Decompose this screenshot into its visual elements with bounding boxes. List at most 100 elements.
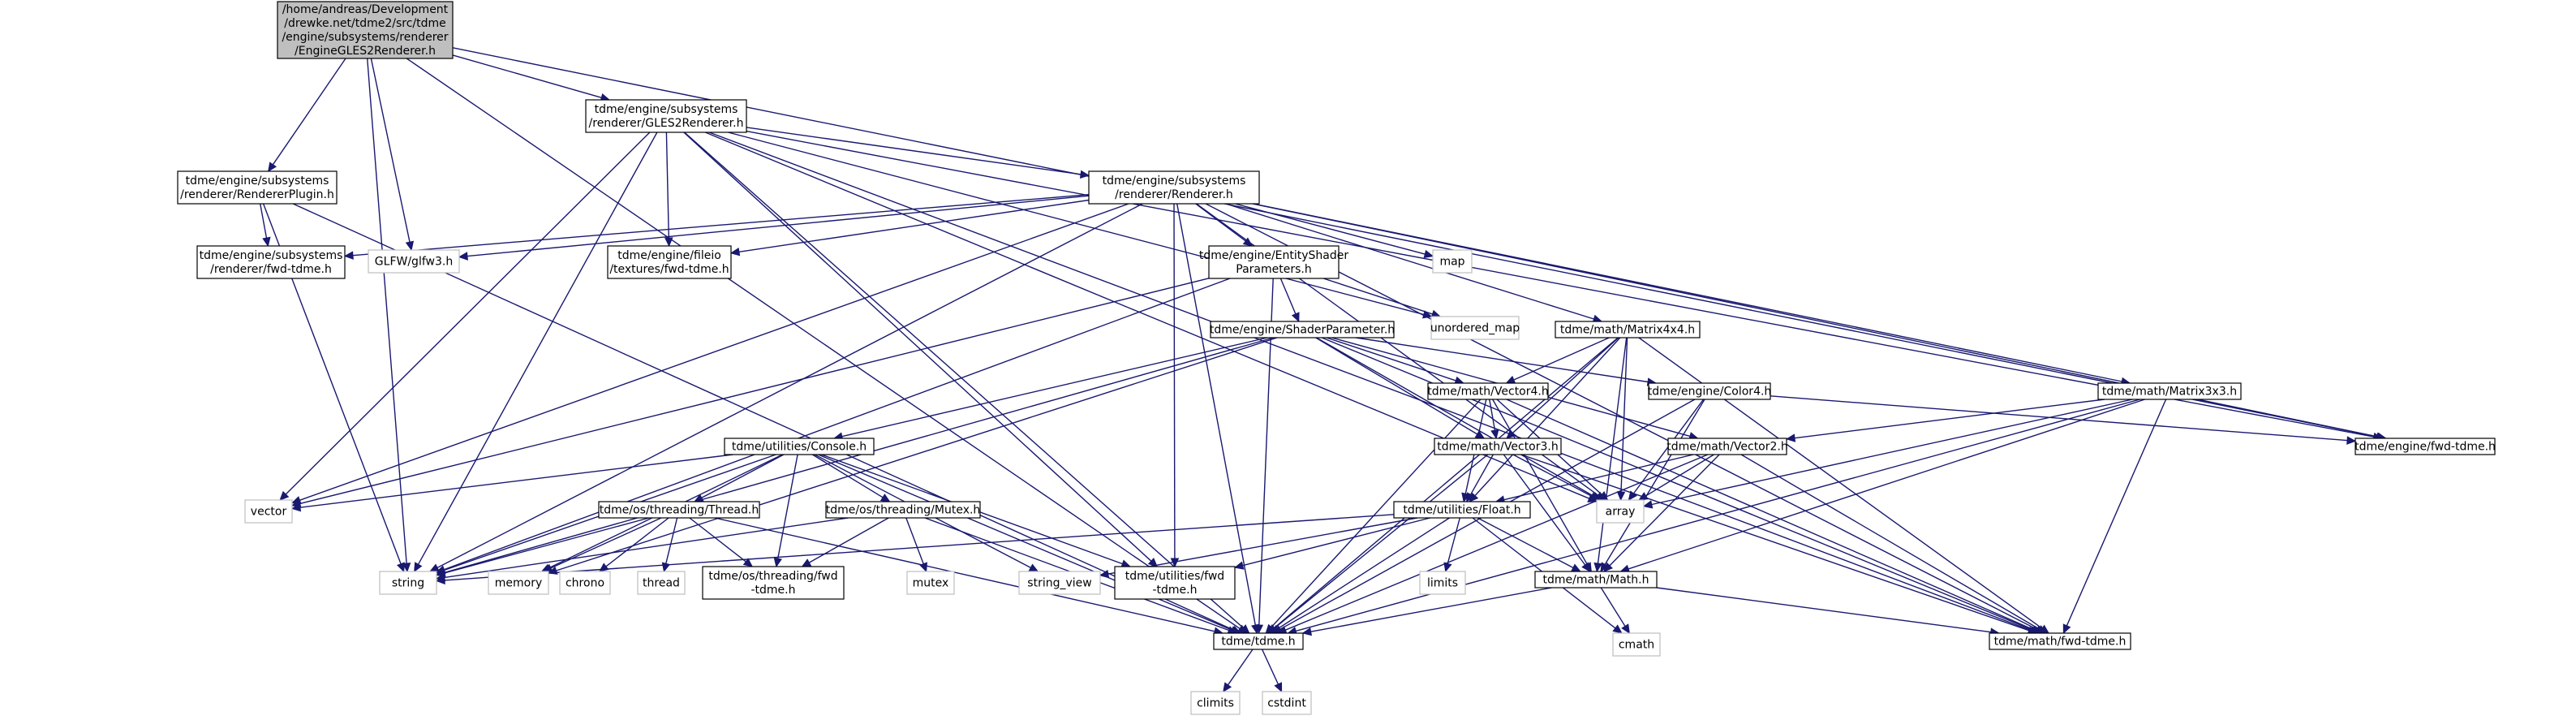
edge-console-to-mutex_h [812, 454, 891, 502]
edge-float-to-tdme [1270, 517, 1450, 634]
edge-line [1469, 454, 1494, 495]
node-console[interactable]: tdme/utilities/Console.h [724, 438, 875, 455]
edge-line [1326, 337, 1456, 382]
edge-line [417, 131, 658, 565]
node-renderer[interactable]: tdme/engine/subsystems/renderer/Renderer… [1088, 170, 1260, 205]
node-label-line: vector [251, 506, 287, 519]
edge-line [444, 278, 1231, 571]
edge-float-to-string [435, 514, 1395, 585]
node-box [1434, 438, 1562, 455]
edge-arrowhead [1147, 557, 1159, 567]
node-v4[interactable]: tdme/math/Vector4.h [1427, 382, 1549, 400]
edge-line [1794, 399, 2105, 439]
edge-line [299, 203, 1129, 501]
edge-line [1285, 454, 1709, 631]
edge-arrowhead [1270, 624, 1281, 634]
nodes-layer: /home/andreas/Development/drewke.net/tdm… [177, 1, 2496, 715]
node-fwd_utilities[interactable]: tdme/utilities/fwd-tdme.h [1114, 566, 1236, 600]
node-v2[interactable]: tdme/math/Vector2.h [1666, 438, 1788, 455]
node-math[interactable]: tdme/math/Math.h [1534, 571, 1658, 589]
node-label-line: thread [643, 577, 680, 590]
node-box [1667, 438, 1787, 455]
node-label-line: /home/andreas/Development [282, 3, 449, 16]
edge-renderer-to-fwd_renderer [343, 194, 1090, 260]
edge-arrowhead [1254, 624, 1264, 635]
node-m33[interactable]: tdme/math/Matrix3x3.h [2097, 382, 2242, 400]
edge-tdme-to-cstdint [1261, 649, 1283, 693]
node-thread_h[interactable]: tdme/os/threading/Thread.h [598, 501, 760, 519]
edge-line [467, 195, 1090, 257]
edge-line [905, 517, 924, 564]
edge-m33-to-math [1619, 399, 2145, 573]
edge-line [1492, 399, 1588, 565]
edge-arrowhead [1301, 627, 1313, 636]
node-mutex_h[interactable]: tdme/os/threading/Mutex.h [825, 501, 981, 519]
node-box [598, 501, 760, 519]
node-box [1596, 499, 1645, 524]
edge-line [1506, 399, 2035, 631]
node-umap: unordered_map [1430, 316, 1520, 340]
edge-arrowhead [262, 236, 271, 248]
edge-arrowhead [396, 562, 405, 573]
node-m44[interactable]: tdme/math/Matrix4x4.h [1555, 321, 1701, 338]
node-box [1190, 691, 1241, 715]
edge-arrowhead [1581, 562, 1591, 572]
edge-arrowhead [1616, 491, 1626, 502]
node-box [607, 245, 732, 279]
edge-line [777, 454, 798, 559]
edge-line [285, 131, 651, 495]
node-sp[interactable]: tdme/engine/ShaderParameter.h [1210, 321, 1395, 338]
edge-rplugin-to-fwd_renderer [260, 203, 271, 248]
edge-arrowhead [1443, 562, 1452, 573]
edge-line [1271, 399, 1482, 628]
node-float[interactable]: tdme/utilities/Float.h [1393, 501, 1531, 519]
node-label-line: tdme/engine/subsystems [1103, 175, 1246, 188]
edge-arrowhead [414, 562, 423, 573]
node-rplugin[interactable]: tdme/engine/subsystems/renderer/Renderer… [177, 170, 338, 205]
node-thread: thread [637, 571, 686, 595]
node-label-line: tdme/engine/subsystems [200, 249, 343, 262]
node-label-line: tdme/math/Matrix4x4.h [1560, 324, 1695, 337]
node-box [825, 501, 981, 519]
edge-line [1604, 399, 1705, 565]
edge-m33-to-array [1642, 399, 2133, 509]
node-fwd_renderer[interactable]: tdme/engine/subsystems/renderer/fwd-tdme… [196, 245, 346, 279]
edge-line [1274, 454, 1489, 629]
edge-line [701, 454, 785, 498]
edge-line [1489, 399, 1496, 431]
node-label-line: tdme/engine/EntityShader [1199, 249, 1349, 262]
node-box [702, 566, 845, 600]
node-fwd_engine[interactable]: tdme/engine/fwd-tdme.h [2355, 438, 2496, 455]
edge-line [1310, 587, 1552, 632]
node-tdme[interactable]: tdme/tdme.h [1213, 632, 1304, 650]
node-fwd_math[interactable]: tdme/math/fwd-tdme.h [1989, 632, 2131, 650]
node-color4[interactable]: tdme/engine/Color4.h [1648, 382, 1772, 400]
edge-arrowhead [1612, 624, 1623, 634]
edge-line [437, 203, 1143, 569]
node-fwd_threading[interactable]: tdme/os/threading/fwd-tdme.h [702, 566, 845, 600]
edge-v3-to-math [1503, 454, 1591, 572]
edge-line [1235, 203, 1426, 255]
edge-thread_h-to-fwd_threading [689, 517, 754, 567]
edge-line [1503, 454, 1694, 501]
node-box [637, 571, 686, 595]
node-memory: memory [488, 571, 549, 595]
node-fileio[interactable]: tdme/engine/fileio/textures/fwd-tdme.h [607, 245, 732, 279]
edge-line [1261, 649, 1279, 685]
edge-esp-to-sp [1279, 278, 1300, 323]
edge-arrowhead [435, 576, 445, 585]
node-box [1612, 632, 1661, 657]
edge-arrowhead [1099, 569, 1110, 579]
edge-arrowhead [729, 247, 741, 257]
node-box [488, 571, 549, 595]
edge-line [444, 517, 650, 574]
node-box [1208, 245, 1340, 279]
node-v3[interactable]: tdme/math/Vector3.h [1434, 438, 1562, 455]
edge-m33-to-fwd_math [2062, 399, 2167, 635]
node-box [906, 571, 955, 595]
node-label-line: tdme/os/threading/fwd [708, 570, 837, 583]
node-gles2[interactable]: tdme/engine/subsystems/renderer/GLES2Ren… [585, 99, 747, 133]
edge-arrowhead [458, 252, 468, 261]
